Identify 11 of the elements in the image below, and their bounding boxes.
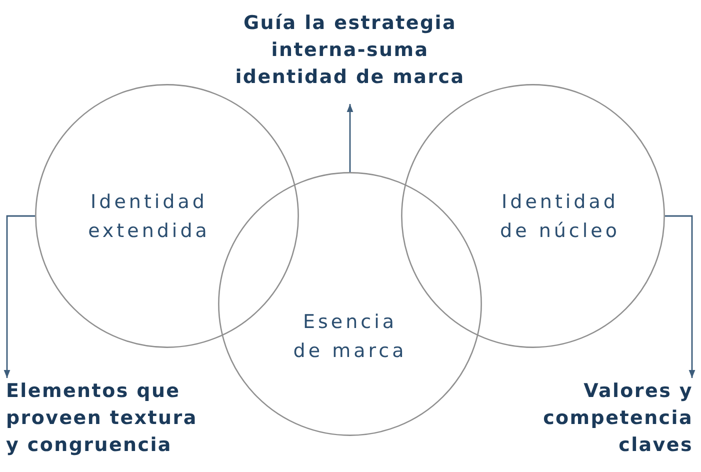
callout-text: Elementos que proveen textura y congruencia — [6, 378, 214, 462]
circle-label: Identidad extendida — [87, 190, 211, 244]
circle-label: Identidad de núcleo — [499, 190, 621, 244]
arrow — [4, 215, 35, 378]
arrow — [665, 215, 696, 378]
callout-text: Valores y competencia claves — [493, 378, 693, 462]
callout-text: Guía la estrategia interna-suma identidad de marca — [224, 10, 476, 104]
arrow — [346, 104, 354, 172]
circle-label: Esencia de marca — [292, 310, 408, 364]
venn-circle — [401, 84, 665, 348]
venn-circle — [218, 172, 482, 436]
